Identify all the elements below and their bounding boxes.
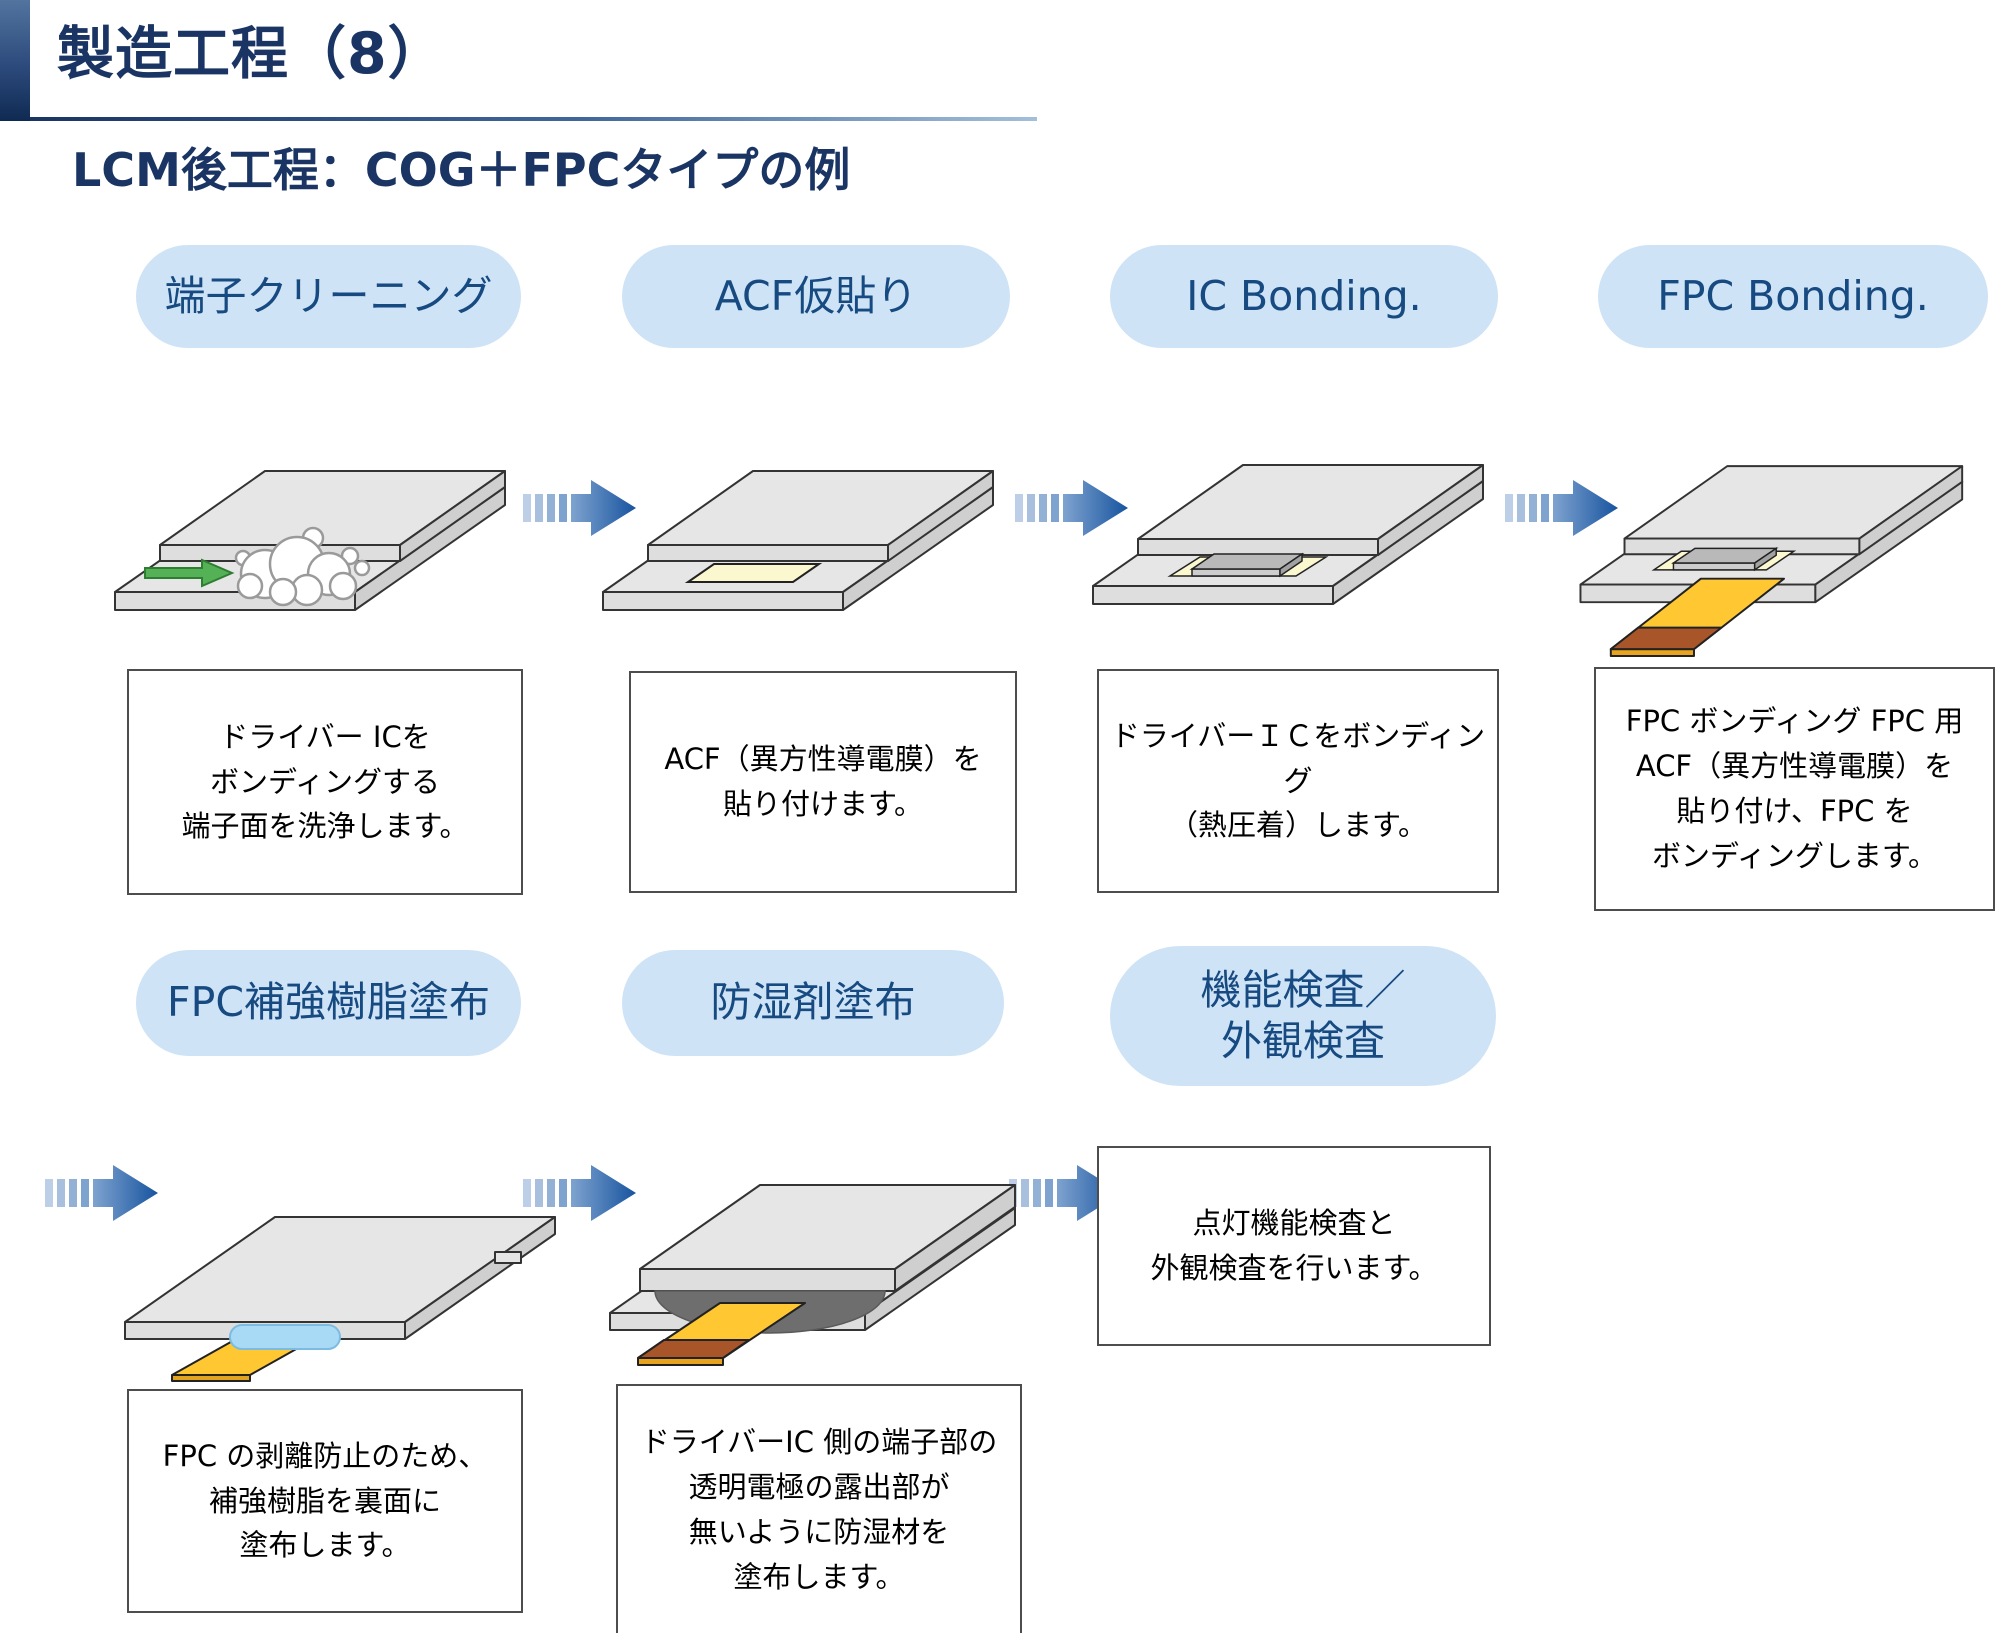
step-description-text: ドライバーIC 側の端子部の 透明電極の露出部が 無いように防湿材を 塗布します… xyxy=(640,1425,998,1594)
page-subtitle: LCM後工程：COG＋FPCタイプの例 xyxy=(72,143,851,197)
flow-arrow-icon xyxy=(523,1165,636,1221)
panel-top-front-face xyxy=(647,544,889,562)
fpc-cable xyxy=(1609,577,1786,657)
step-description-acf-tacking: ACF（異方性導電膜）を 貼り付けます。 xyxy=(629,671,1017,893)
step-description-fpc-resin: FPC の剥離防止のため、 補強樹脂を裏面に 塗布します。 xyxy=(127,1389,523,1613)
fpc-connector-end xyxy=(637,1339,750,1359)
panel-bottom-front-face xyxy=(1092,585,1334,605)
panel-top-side-face xyxy=(399,470,506,562)
step-pill-terminal-cleaning: 端子クリーニング xyxy=(136,245,521,348)
fpc-cable xyxy=(637,1302,806,1366)
step-pill-moisture-coating: 防湿剤塗布 xyxy=(622,950,1004,1056)
step-pill-fpc-bonding: FPC Bonding. xyxy=(1598,245,1988,348)
step-description-inspection: 点灯機能検査と 外観検査を行います。 xyxy=(1097,1146,1491,1346)
reinforcement-resin xyxy=(229,1324,341,1350)
step-pill-label: ACF仮貼り xyxy=(714,271,918,320)
driver-ic-chip xyxy=(1189,552,1305,578)
panel-terminal-cleaning-illustration xyxy=(114,470,506,611)
flow-arrow-icon xyxy=(45,1165,158,1221)
panel-top-side-face xyxy=(887,470,994,562)
step-pill-ic-bonding: IC Bonding. xyxy=(1110,245,1498,348)
step-pill-label: FPC Bonding. xyxy=(1657,271,1929,320)
panel-bottom-front-face xyxy=(602,591,844,611)
step-description-text: FPC の剥離防止のため、 補強樹脂を裏面に 塗布します。 xyxy=(162,1438,488,1563)
driver-ic-chip xyxy=(1671,546,1779,572)
flow-arrow-icon xyxy=(1505,480,1618,536)
step-pill-acf-tacking: ACF仮貼り xyxy=(622,245,1010,348)
panel-edge-tab xyxy=(494,1251,522,1264)
panel-top-side-face xyxy=(894,1184,1016,1292)
cleaning-foam xyxy=(234,526,371,607)
step-pill-label: FPC補強樹脂塗布 xyxy=(167,978,490,1027)
step-description-fpc-bonding: FPC ボンディング FPC 用 ACF（異方性導電膜）を 貼り付け、FPC を… xyxy=(1594,667,1995,911)
panel-ic-illustration xyxy=(1092,464,1484,605)
step-description-text: FPC ボンディング FPC 用 ACF（異方性導電膜）を 貼り付け、FPC を… xyxy=(1625,704,1964,873)
step-pill-label: 端子クリーニング xyxy=(164,271,493,320)
page-title: 製造工程（8） xyxy=(57,21,446,87)
step-pill-label: 防湿剤塗布 xyxy=(710,978,916,1027)
panel-top-side-face xyxy=(1377,464,1484,556)
flow-arrow-icon xyxy=(523,480,636,536)
panel-fpc-illustration xyxy=(1579,465,1964,657)
title-underline xyxy=(30,117,1037,121)
step-pill-inspection: 機能検査／ 外観検査 xyxy=(1110,946,1496,1086)
panel-top-side-face xyxy=(1858,465,1964,556)
flow-arrow-icon xyxy=(1015,480,1128,536)
acf-strip xyxy=(684,563,823,583)
panel-top-front-face xyxy=(639,1268,896,1292)
step-pill-fpc-resin: FPC補強樹脂塗布 xyxy=(136,950,521,1056)
step-description-text: ドライバー ICを ボンディングする 端子面を洗浄します。 xyxy=(181,719,469,844)
panel-fpc-resin-illustration xyxy=(124,1216,556,1382)
panel-acf-illustration xyxy=(602,470,994,611)
title-accent-bar xyxy=(0,0,30,121)
green-right-arrow-icon xyxy=(144,558,235,588)
step-description-text: 点灯機能検査と 外観検査を行います。 xyxy=(1150,1206,1438,1285)
panel-top-front-face xyxy=(1137,538,1379,556)
fpc-connector-end xyxy=(1609,626,1723,651)
step-description-text: ACF（異方性導電膜）を 貼り付けます。 xyxy=(664,742,982,821)
step-description-terminal-cleaning: ドライバー ICを ボンディングする 端子面を洗浄します。 xyxy=(127,669,523,895)
step-description-ic-bonding: ドライバーＩＣをボンディング （熱圧着）します。 xyxy=(1097,669,1499,893)
step-pill-label: 機能検査／ 外観検査 xyxy=(1200,965,1406,1065)
step-description-moisture-coating: ドライバーIC 側の端子部の 透明電極の露出部が 無いように防湿材を 塗布します… xyxy=(616,1384,1022,1633)
panel-moisture-illustration xyxy=(609,1184,1016,1366)
step-description-text: ドライバーＩＣをボンディング （熱圧着）します。 xyxy=(1110,718,1486,843)
step-pill-label: IC Bonding. xyxy=(1186,271,1422,320)
